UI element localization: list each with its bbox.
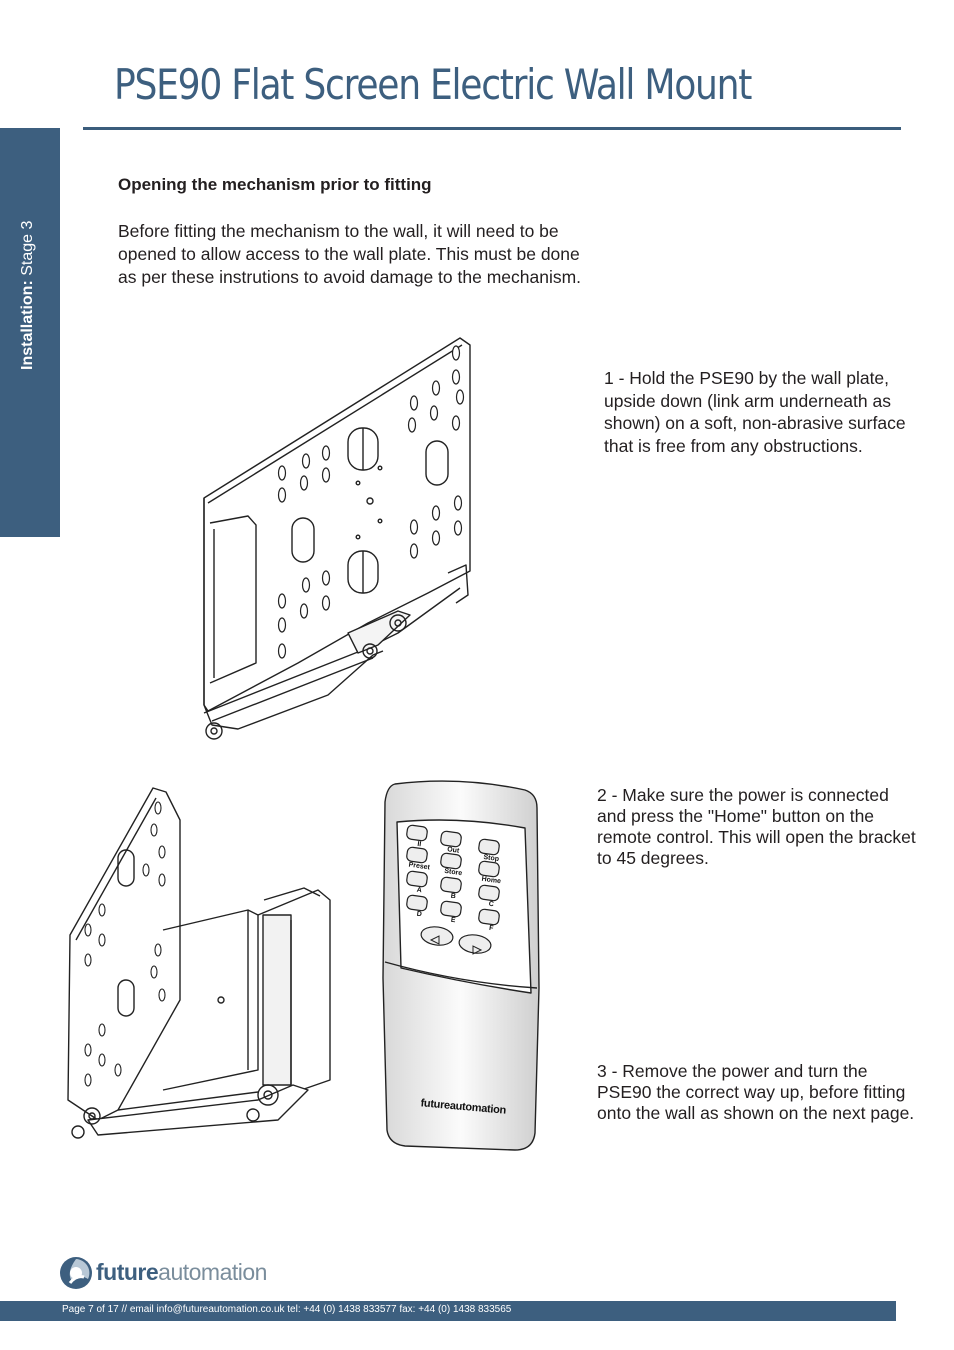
remote-button-e[interactable] — [440, 900, 462, 918]
side-tab-label-stage: Stage 3 — [19, 220, 36, 281]
logo-text-automation: automation — [158, 1259, 267, 1285]
remote-button-b[interactable] — [440, 876, 462, 894]
title-divider — [83, 127, 901, 130]
remote-button-left[interactable] — [420, 925, 454, 947]
logo-text-future: future — [96, 1259, 159, 1285]
remote-label-preset: Preset — [408, 862, 431, 872]
company-logo: futureautomation — [58, 1255, 298, 1291]
remote-button-home[interactable] — [478, 860, 500, 878]
side-tab-label: Installation: Stage 3 — [19, 221, 37, 370]
mount-upside-down-illustration — [203, 337, 471, 740]
footer-contact-text: Page 7 of 17 // email info@futureautomat… — [62, 1304, 512, 1315]
remote-button-a[interactable] — [406, 870, 428, 888]
remote-label-store: Store — [444, 868, 463, 877]
footer-bar: Page 7 of 17 // email info@futureautomat… — [0, 1301, 896, 1321]
remote-label-c: C — [488, 901, 494, 909]
remote-button-preset[interactable] — [406, 846, 428, 864]
side-tab — [0, 128, 60, 537]
remote-label-home: Home — [481, 876, 501, 886]
remote-control-illustration: II Out Stop Preset Store Home A B C D E … — [382, 780, 540, 1151]
left-arrow-icon — [429, 935, 440, 945]
logo-swirl-icon — [60, 1257, 92, 1289]
remote-label-ii: II — [417, 841, 422, 848]
remote-button-store[interactable] — [440, 852, 462, 870]
remote-label-d: D — [416, 911, 422, 919]
remote-button-ii[interactable] — [406, 824, 428, 842]
remote-label-a: A — [416, 887, 422, 895]
remote-button-d[interactable] — [406, 894, 428, 912]
step-2-text: 2 - Make sure the power is connected and… — [597, 785, 916, 868]
remote-button-stop[interactable] — [478, 838, 500, 856]
step-3-text: 3 - Remove the power and turn the PSE90 … — [597, 1061, 915, 1123]
remote-button-out[interactable] — [440, 830, 462, 848]
page-title: PSE90 Flat Screen Electric Wall Mount — [114, 60, 752, 109]
remote-button-f[interactable] — [478, 908, 500, 926]
side-tab-label-bold: Installation: — [19, 280, 36, 370]
right-arrow-icon — [472, 945, 483, 955]
remote-label-f: F — [489, 925, 495, 933]
remote-label-b: B — [450, 893, 456, 901]
section-heading: Opening the mechanism prior to fitting — [118, 175, 432, 194]
remote-button-grid — [406, 824, 500, 955]
mount-opened-illustration — [67, 787, 331, 1139]
intro-paragraph: Before fitting the mechanism to the wall… — [118, 221, 582, 287]
remote-label-stop: Stop — [483, 854, 499, 863]
logo-text: futureautomation — [96, 1259, 267, 1286]
remote-button-right[interactable] — [458, 933, 492, 955]
remote-label-e: E — [450, 917, 456, 925]
step-1-text: 1 - Hold the PSE90 by the wall plate, up… — [604, 368, 906, 456]
remote-label-out: Out — [447, 846, 461, 855]
remote-button-c[interactable] — [478, 884, 500, 902]
